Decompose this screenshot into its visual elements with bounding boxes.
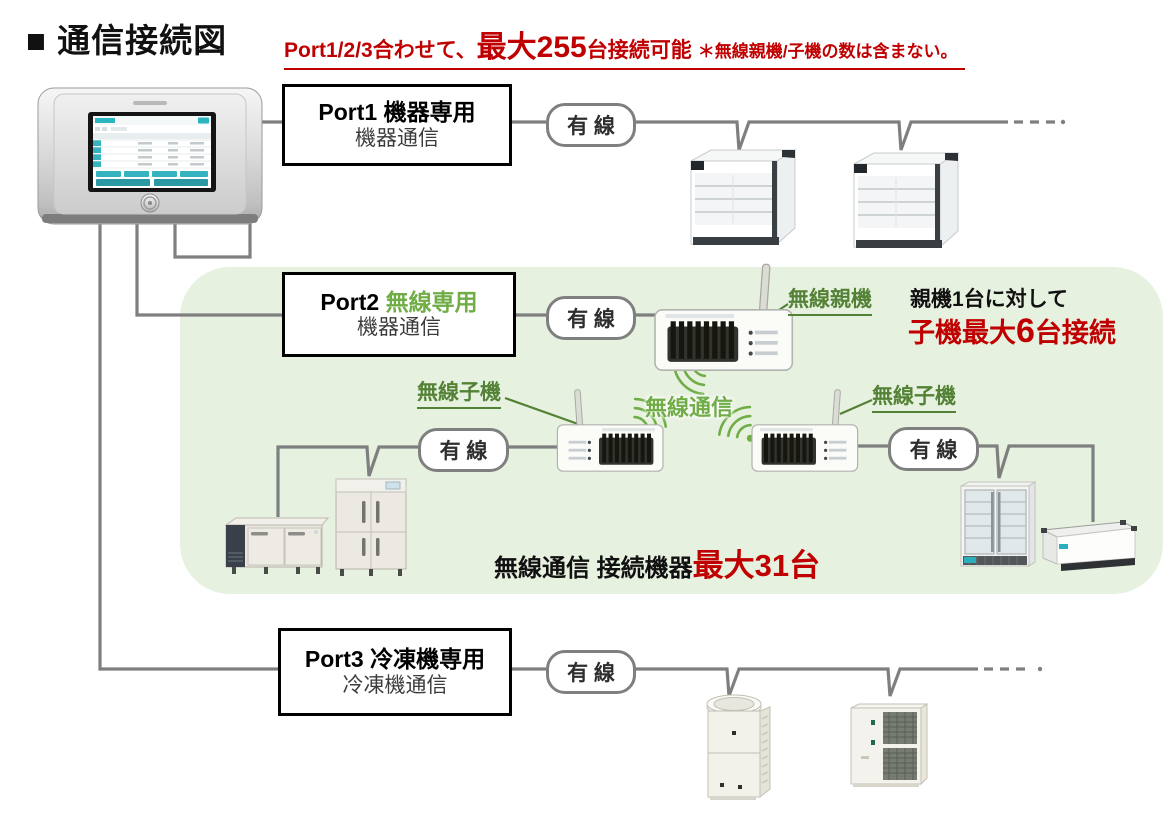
- wired-pill-port3: 有 線: [546, 650, 636, 694]
- port2-title-highlight: 無線専用: [385, 288, 478, 315]
- page-title: ■ 通信接続図: [26, 22, 228, 59]
- child-capacity-suffix: 台接続: [1034, 318, 1116, 348]
- wired-pill-port1: 有 線: [546, 103, 636, 147]
- open-showcase-image: [853, 152, 959, 249]
- wired-pill-right-child: 有 線: [888, 427, 979, 471]
- wired-pill-port2: 有 線: [546, 296, 636, 340]
- parent-capacity-note: 親機1台に対して: [910, 288, 1069, 311]
- wireless-total-highlight: 最大31台: [692, 548, 821, 583]
- condensing-unit-box-image: [850, 703, 928, 788]
- port3-title: Port3 冷凍機専用: [304, 646, 486, 673]
- port2-title-prefix: Port2: [320, 288, 386, 315]
- header-note-max: 最大255: [476, 31, 587, 64]
- child-capacity-number: 6: [1016, 312, 1035, 350]
- wired-label: 有 線: [567, 115, 615, 138]
- wired-pill-left-child: 有 線: [418, 428, 509, 472]
- header-note: Port1/2/3合わせて、 最大255 台接続可能 ＊無線親機/子機の数は含ま…: [284, 22, 966, 70]
- header-note-prefix: Port1/2/3合わせて、: [284, 39, 477, 62]
- child-capacity-note: 子機最大 6 台接続: [908, 311, 1116, 351]
- port3-subtitle: 冷凍機通信: [342, 673, 448, 697]
- wireless-parent-unit-image: [654, 263, 794, 371]
- wireless-parent-label: 無線親機: [788, 283, 872, 316]
- wireless-comm-label: 無線通信: [645, 395, 734, 420]
- child-capacity-prefix: 子機最大: [908, 318, 1016, 348]
- open-showcase-image: [690, 149, 796, 246]
- controller-image: [37, 87, 263, 225]
- wired-label: 有 線: [439, 440, 488, 463]
- header-note-asterisk: ＊無線親機/子機の数は含まない。: [697, 42, 958, 61]
- wireless-child-unit-image: [751, 388, 859, 472]
- condensing-unit-tower-image: [706, 694, 771, 801]
- port1-subtitle: 機器通信: [355, 126, 439, 150]
- upright-fridge-image: [335, 478, 407, 577]
- wire-port1-bus: [630, 120, 1008, 151]
- wired-label: 有 線: [909, 439, 958, 462]
- wire-layer: [98, 119, 1095, 697]
- counter-fridge-image: [225, 517, 329, 575]
- wired-label: 有 線: [567, 308, 615, 331]
- wired-label: 有 線: [567, 662, 615, 685]
- wire-port3-end-dot: [1037, 666, 1043, 672]
- port2-title: Port2 無線専用: [320, 289, 477, 315]
- wire-port3-bus: [630, 667, 978, 697]
- glass-door-fridge-image: [960, 481, 1036, 567]
- port1-title: Port1 機器専用: [318, 99, 476, 126]
- island-freezer-image: [1040, 519, 1138, 572]
- wire-port1-end-dot: [1060, 119, 1066, 125]
- wire-controller-port2: [135, 210, 282, 317]
- wire-right-branch: [973, 444, 1095, 522]
- port2-subtitle: 機器通信: [357, 316, 441, 340]
- port2-box: Port2 無線専用 機器通信: [282, 272, 516, 357]
- wireless-child-label-left: 無線子機: [417, 376, 501, 409]
- wireless-child-label-right: 無線子機: [872, 380, 956, 413]
- wire-left-branch: [276, 445, 418, 517]
- wireless-total-note: 無線通信 接続機器 最大31台: [494, 540, 820, 585]
- header-note-suffix: 台接続可能: [586, 39, 692, 62]
- wireless-total-prefix: 無線通信 接続機器: [494, 555, 693, 582]
- port3-box: Port3 冷凍機専用 冷凍機通信: [278, 628, 512, 716]
- port1-box: Port1 機器専用 機器通信: [282, 84, 512, 166]
- wire-controller-port3: [98, 210, 282, 671]
